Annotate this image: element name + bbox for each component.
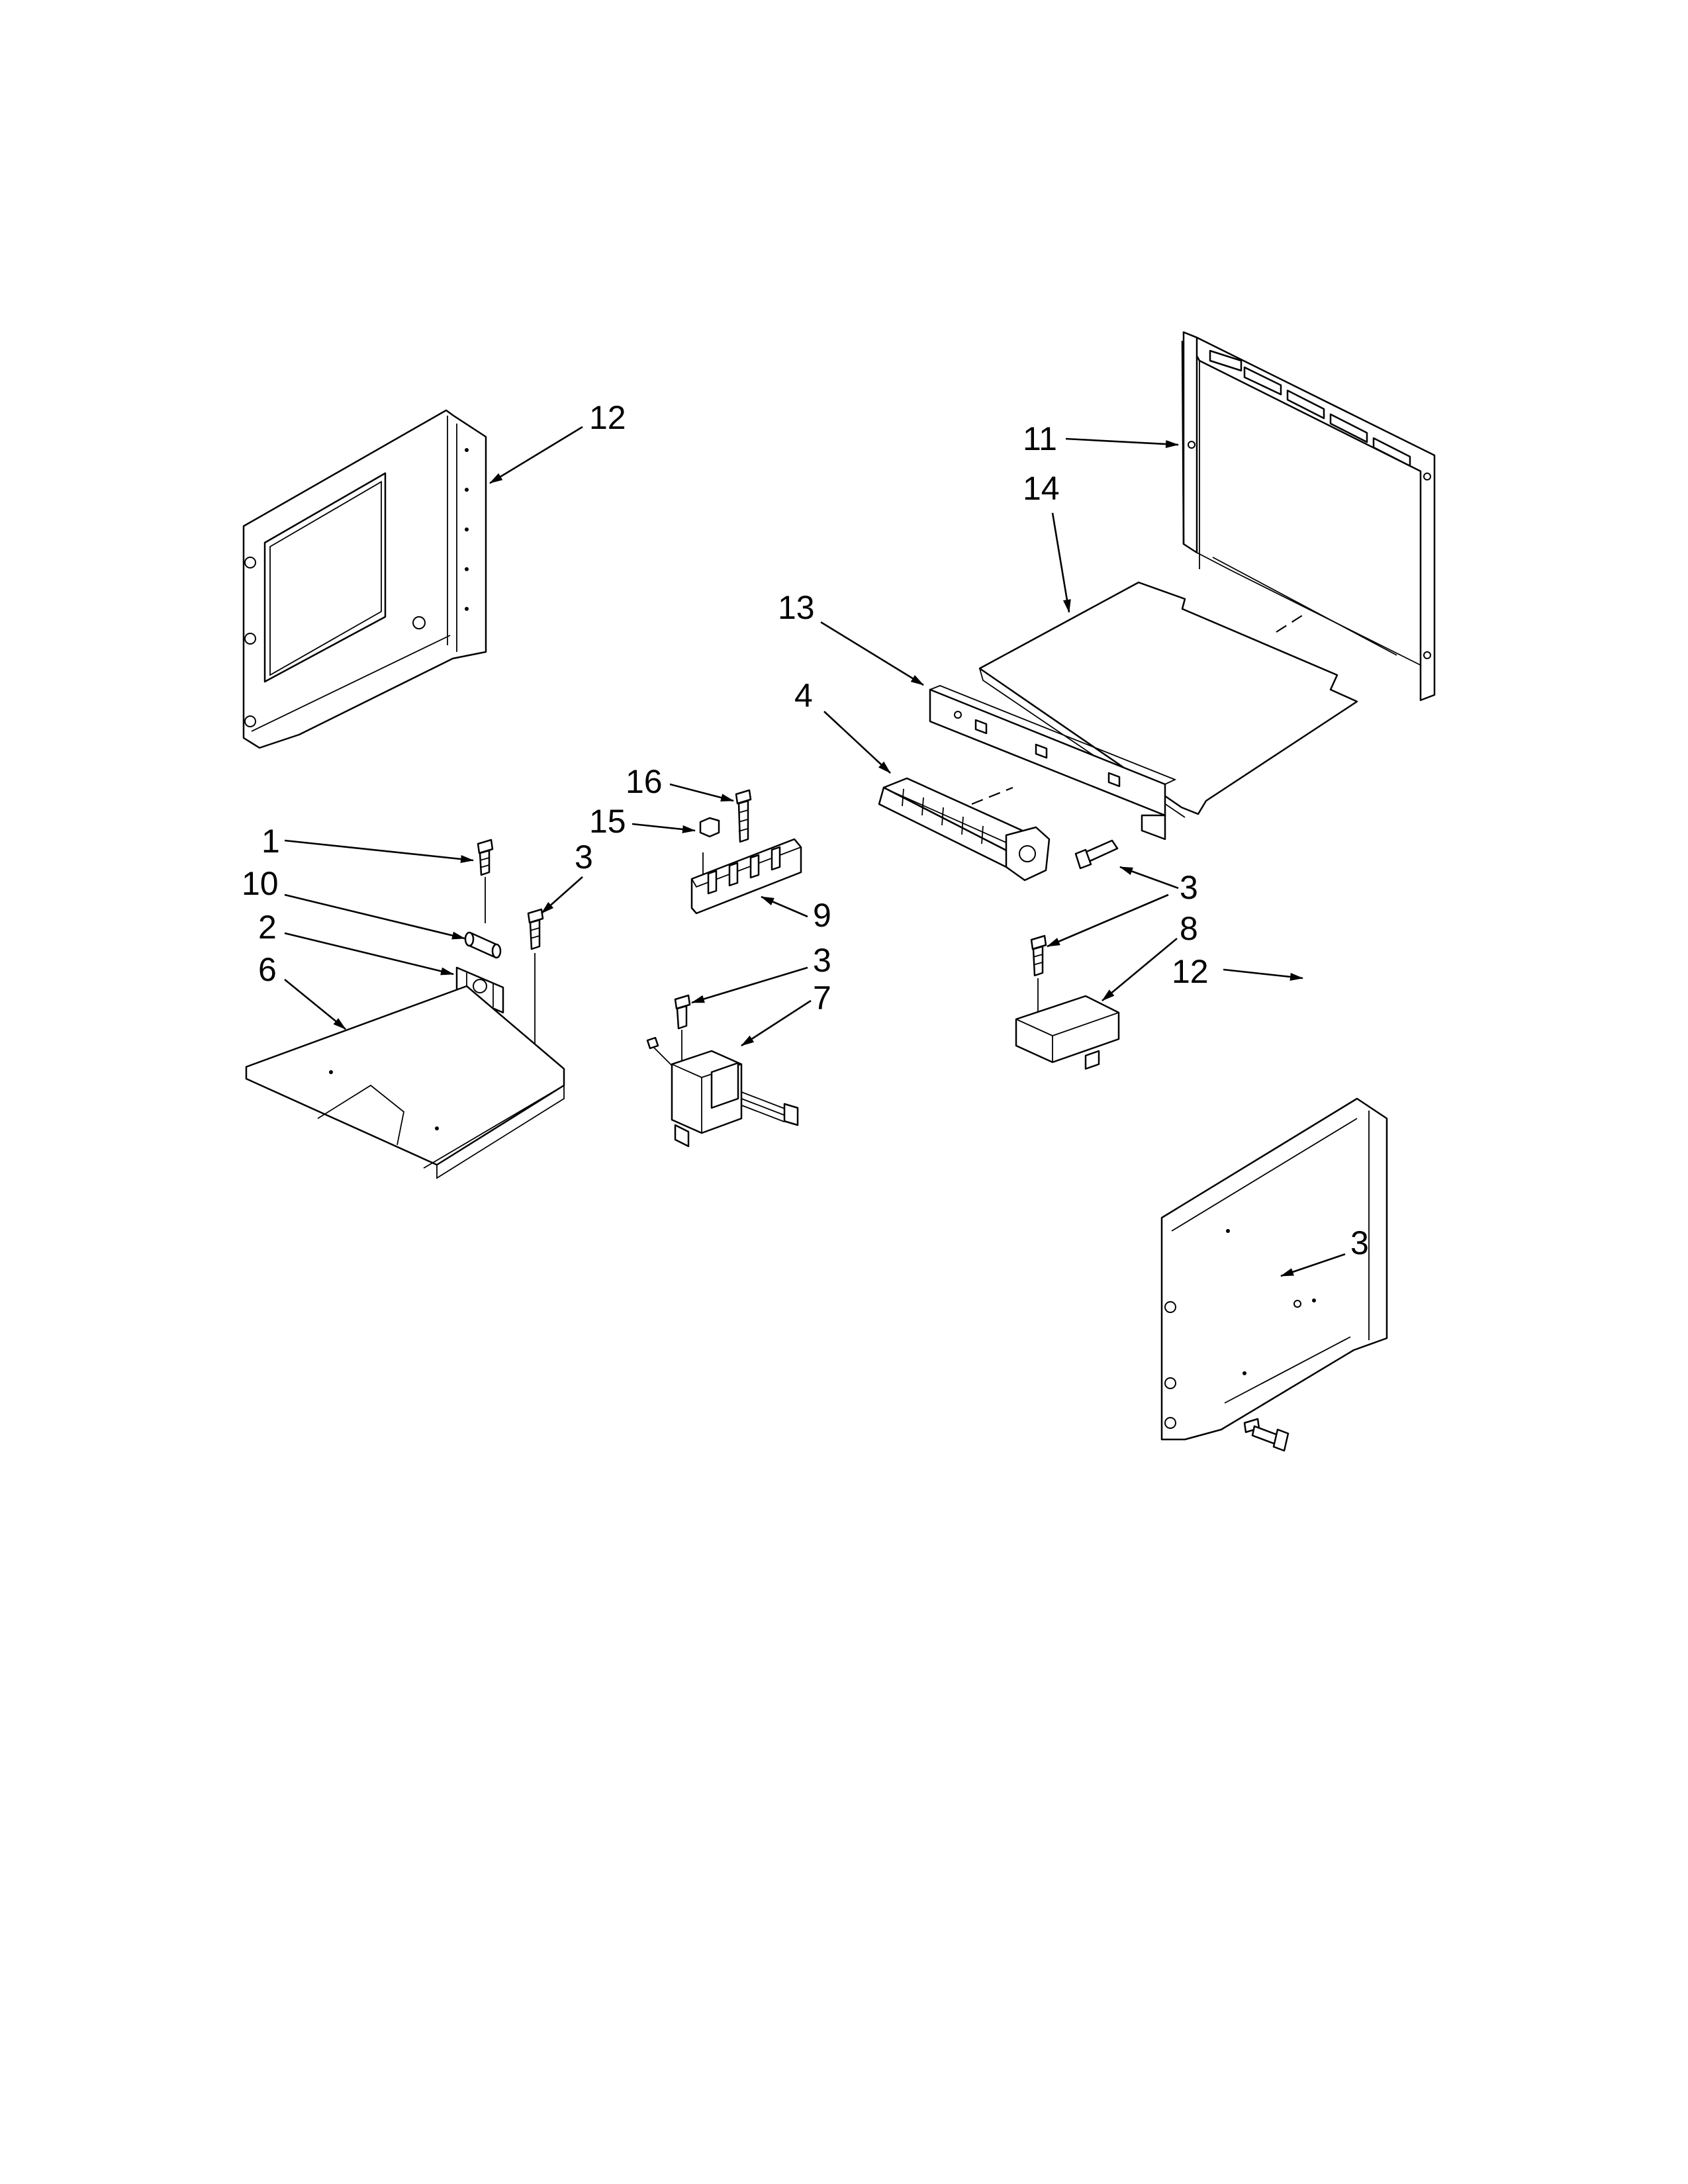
callout-6: 6 <box>258 951 277 988</box>
screw-3-module <box>1030 934 1047 1013</box>
right-side-panel <box>1160 1097 1388 1441</box>
callout-3-fan: 3 <box>1180 869 1198 906</box>
callout-4: 4 <box>794 677 813 714</box>
callout-3-left: 3 <box>575 839 593 876</box>
control-module-8 <box>1015 995 1120 1070</box>
terminal-block-9 <box>690 838 802 915</box>
screw-1 <box>477 839 494 923</box>
callout-2: 2 <box>258 909 277 946</box>
callout-14: 14 <box>1023 470 1060 507</box>
callout-labels: 12 11 14 13 4 16 15 1 3 10 2 6 9 3 7 3 8… <box>242 399 1369 1261</box>
callout-3-bottom: 3 <box>1350 1224 1369 1261</box>
screw-3-fan <box>1074 839 1119 870</box>
callout-12-top: 12 <box>589 399 626 436</box>
top-plate <box>978 581 1358 818</box>
screw-16 <box>735 789 752 843</box>
transformer-7 <box>646 1036 799 1148</box>
callout-7: 7 <box>813 979 831 1017</box>
rear-wall <box>1181 331 1436 702</box>
fuse-holder-2 <box>455 966 504 1014</box>
shelf-6 <box>245 985 565 1179</box>
nut-15 <box>699 817 720 880</box>
callout-9: 9 <box>813 897 831 934</box>
callout-15: 15 <box>589 803 626 840</box>
callout-3-transformer: 3 <box>813 942 831 979</box>
screw-3-bottom <box>1243 1418 1289 1452</box>
front-rail <box>929 685 1177 841</box>
callout-13: 13 <box>778 589 815 626</box>
left-side-panel <box>242 409 487 749</box>
screw-3-transformer <box>674 994 691 1085</box>
callout-16: 16 <box>626 763 663 800</box>
blower-fan <box>878 777 1051 882</box>
leader-lines <box>284 426 1346 1277</box>
callout-12-bottom: 12 <box>1172 953 1209 990</box>
callout-1: 1 <box>261 823 280 860</box>
fuse-10 <box>464 931 502 959</box>
callout-10: 10 <box>242 865 279 902</box>
callout-11: 11 <box>1023 420 1057 457</box>
screw-3-left <box>527 908 544 1059</box>
callout-8: 8 <box>1180 910 1198 947</box>
